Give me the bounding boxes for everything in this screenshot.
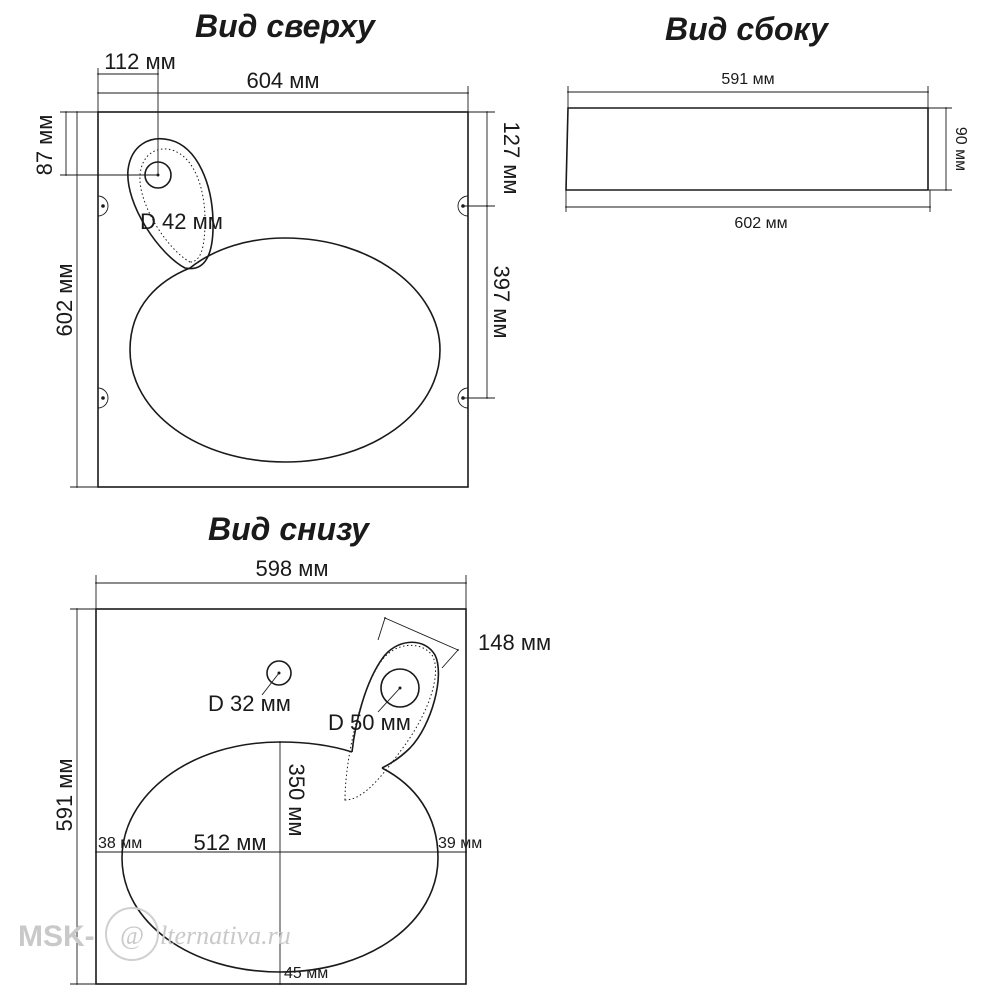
top-view-mount-right-top — [457, 195, 469, 217]
top-view-basin — [129, 237, 441, 463]
bottom-view-tap-hole-leader — [377, 687, 401, 713]
top-view-outline — [97, 111, 469, 488]
top-view-tap-deck — [127, 138, 214, 270]
side-view-height-label: 90 мм — [952, 127, 969, 171]
side-view-left-edge — [565, 107, 569, 191]
bottom-view-small-hole — [266, 660, 292, 686]
top-view-tap-deck-inner — [139, 148, 206, 263]
top-view-mount-left-bottom — [97, 387, 109, 409]
top-view-hole-label: D 42 мм — [140, 209, 223, 234]
bottom-view: Вид снизу 598 мм 591 мм 148 мм D 32 мм D… — [52, 511, 551, 985]
bottom-view-height-label: 591 мм — [52, 758, 77, 831]
top-view-mount-left-top-dot — [101, 204, 105, 208]
watermark-logo: MSK- @ lternativa.ru — [18, 907, 291, 961]
bottom-view-bowl — [121, 741, 439, 973]
top-view-right-span-label: 397 мм — [489, 265, 514, 338]
bottom-view-small-hole-label: D 32 мм — [208, 691, 291, 716]
side-view-top-width-label: 591 мм — [721, 71, 774, 88]
bottom-view-tap-hole — [380, 668, 420, 708]
top-view-right-top-label: 127 мм — [499, 121, 524, 194]
bottom-view-tap-width-label: 148 мм — [478, 630, 551, 655]
svg-text:lternativa.ru: lternativa.ru — [160, 921, 291, 950]
bottom-view-left-margin-label: 38 мм — [98, 835, 142, 852]
bottom-view-outline — [95, 608, 467, 985]
bottom-view-tap-width-ext-right — [441, 649, 459, 669]
top-view-mount-right-bottom — [457, 387, 469, 409]
bottom-view-bowl-depth-label: 350 мм — [284, 763, 309, 836]
bottom-view-tap-hole-label: D 50 мм — [328, 710, 411, 735]
bottom-view-tap-width-dim-line — [384, 617, 459, 651]
top-view-offset-y-label: 87 мм — [32, 115, 57, 176]
top-view-width-label: 604 мм — [246, 68, 319, 93]
side-view-outline — [565, 107, 929, 191]
svg-text:@: @ — [120, 921, 144, 950]
bottom-view-title: Вид снизу — [208, 511, 371, 547]
bottom-view-tap-width-ext-left — [377, 617, 386, 641]
bottom-view-bowl-width-label: 512 мм — [193, 830, 266, 855]
top-view-mount-left-top — [97, 195, 109, 217]
bottom-view-small-hole-leader — [261, 672, 280, 696]
bottom-view-width-label: 598 мм — [255, 556, 328, 581]
bottom-view-right-margin-label: 39 мм — [438, 835, 482, 852]
side-view-bottom-width-label: 602 мм — [734, 215, 787, 232]
top-view-title: Вид сверху — [195, 8, 377, 44]
svg-text:MSK-: MSK- — [18, 920, 95, 953]
side-view: Вид сбоку 591 мм 602 мм 90 мм — [565, 11, 969, 232]
top-view: Вид сверху 604 мм 112 мм 87 мм — [32, 8, 524, 488]
bottom-view-bottom-margin-label: 45 мм — [284, 965, 328, 982]
top-view-offset-x-label: 112 мм — [104, 49, 175, 74]
top-view-height-label: 602 мм — [52, 263, 77, 336]
bottom-view-tap-deck — [351, 641, 440, 769]
side-view-title: Вид сбоку — [665, 11, 830, 47]
top-view-mount-left-bottom-dot — [101, 396, 105, 400]
